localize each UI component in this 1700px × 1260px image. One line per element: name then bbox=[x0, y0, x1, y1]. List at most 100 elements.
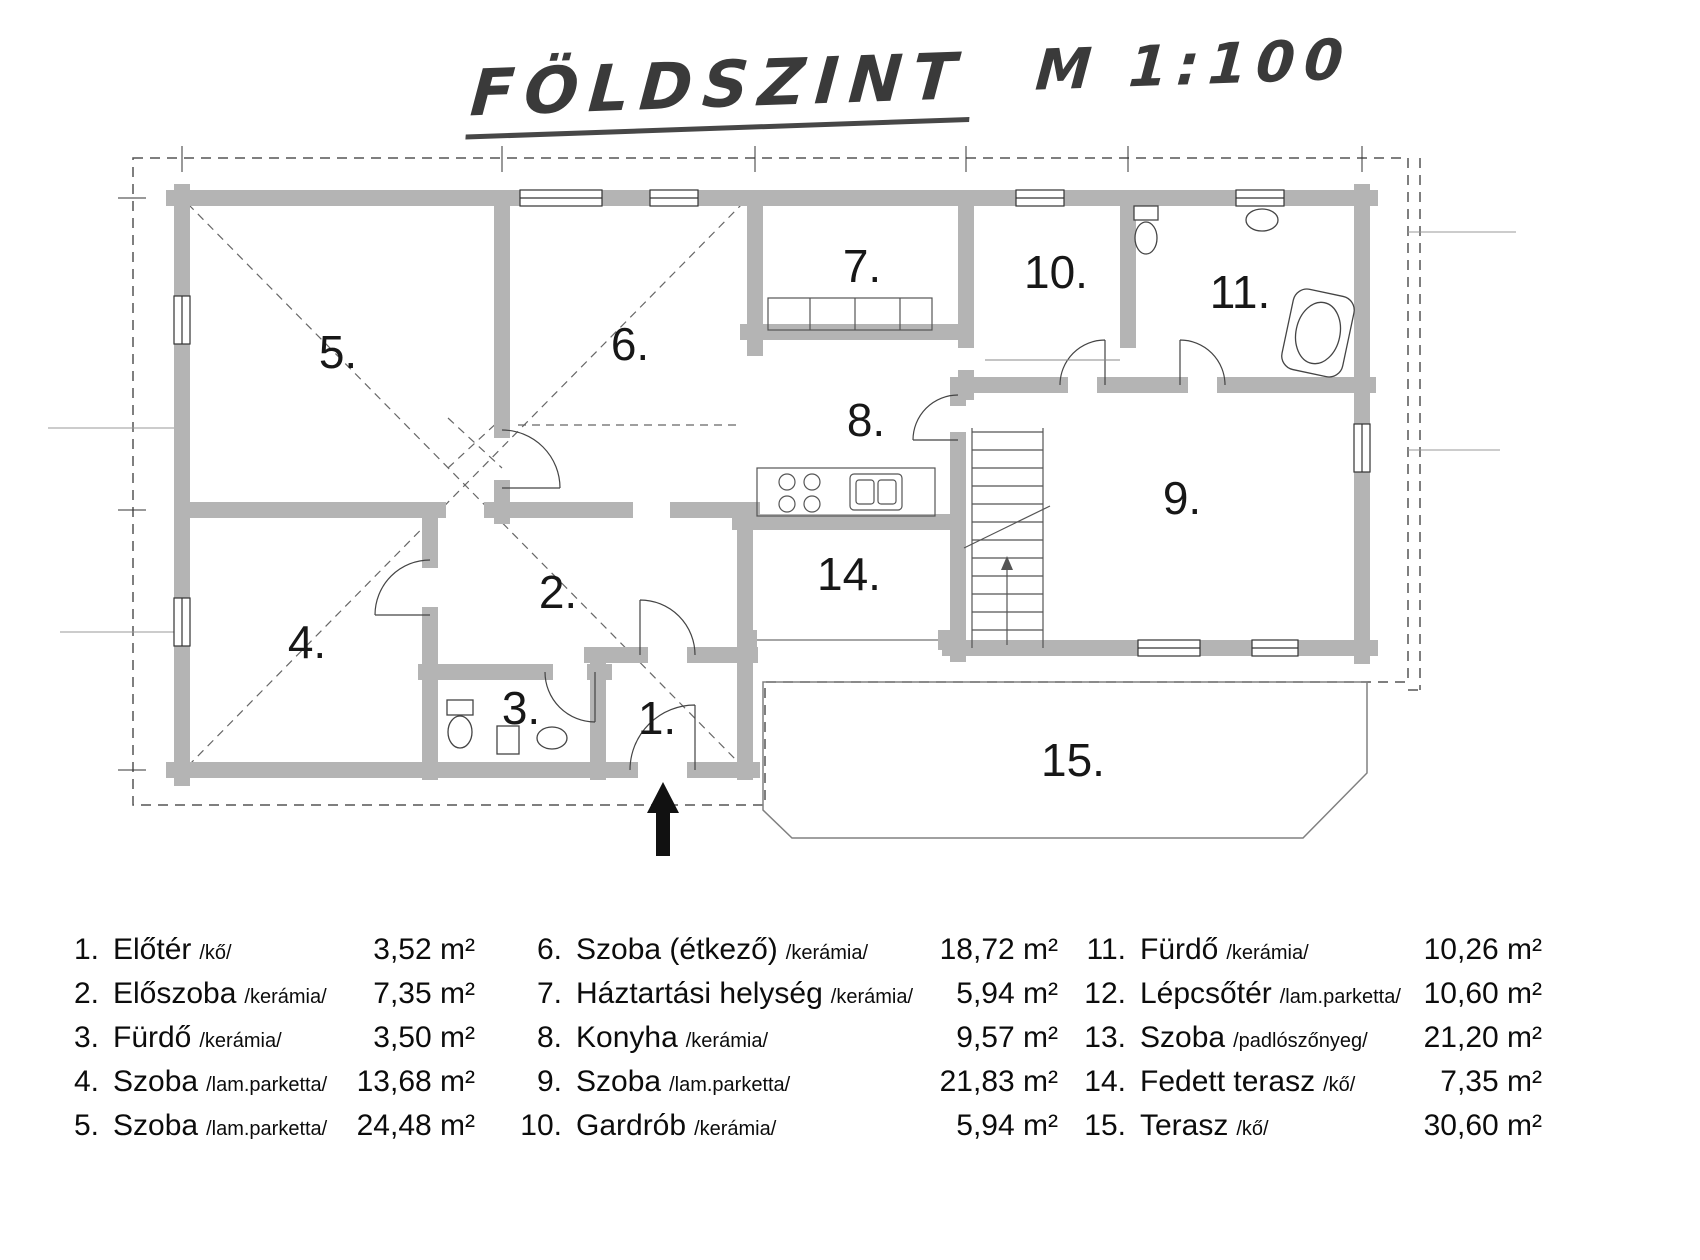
room-area: 3,50 m² bbox=[373, 1021, 475, 1054]
stove-burner-icon bbox=[778, 473, 796, 491]
toilet-icon bbox=[1133, 205, 1159, 221]
legend-row: 8. Konyha /kerámia/ 9,57 m² bbox=[508, 1022, 1058, 1057]
plan-label-room11: 11. bbox=[1210, 266, 1271, 318]
room-material: /lam.parketta/ bbox=[206, 1074, 328, 1096]
room-legend: 1. Előtér /kő/ 3,52 m² 2. Előszoba /kerá… bbox=[0, 934, 1700, 1154]
kitchen-sink-icon bbox=[849, 473, 903, 511]
terrace-posts bbox=[737, 630, 958, 650]
room-number: 5. bbox=[73, 1109, 99, 1142]
room-number: 10. bbox=[520, 1109, 562, 1142]
door-swings bbox=[374, 339, 1226, 771]
legend-column-2: 6. Szoba (étkező) /kerámia/ 18,72 m² 7. … bbox=[508, 934, 1058, 1145]
bathroom3-fixtures bbox=[446, 699, 568, 755]
legend-row: 1. Előtér /kő/ 3,52 m² bbox=[45, 934, 475, 969]
room-number: 2. bbox=[73, 977, 99, 1010]
room-material: /kő/ bbox=[1236, 1118, 1269, 1140]
stairs bbox=[963, 428, 1051, 648]
utility-appliances bbox=[767, 297, 933, 331]
bathtub-icon bbox=[1281, 288, 1355, 378]
room-name: Fürdő bbox=[113, 1021, 192, 1054]
legend-column-3: 11. Fürdő /kerámia/ 10,26 m² 12. Lépcsőt… bbox=[1072, 934, 1542, 1145]
sink-icon bbox=[1245, 208, 1279, 232]
room-number: 1. bbox=[73, 933, 99, 966]
terrace-outline bbox=[762, 681, 1368, 839]
kitchen-counter bbox=[756, 467, 936, 517]
room-name: Háztartási helység bbox=[576, 977, 823, 1010]
plan-label-room8: 8. bbox=[847, 394, 885, 446]
room-name: Szoba (étkező) bbox=[576, 933, 778, 966]
plan-label-room5: 5. bbox=[319, 326, 357, 378]
room-area: 24,48 m² bbox=[356, 1109, 475, 1142]
stove-burner-icon bbox=[778, 495, 796, 513]
legend-row: 15. Terasz /kő/ 30,60 m² bbox=[1072, 1110, 1542, 1145]
room-name: Szoba bbox=[576, 1065, 662, 1098]
legend-row: 12. Lépcsőtér /lam.parketta/ 10,60 m² bbox=[1072, 978, 1542, 1013]
legend-row: 2. Előszoba /kerámia/ 7,35 m² bbox=[45, 978, 475, 1013]
room-number: 4. bbox=[73, 1065, 99, 1098]
roof-diagonals bbox=[187, 203, 743, 767]
room-area: 13,68 m² bbox=[356, 1065, 475, 1098]
plan-label-room1: 1. bbox=[638, 692, 676, 744]
plan-label-room14: 14. bbox=[817, 548, 881, 600]
bathroom11-fixtures bbox=[1133, 205, 1355, 378]
room-name: Konyha bbox=[576, 1021, 678, 1054]
legend-row: 5. Szoba /lam.parketta/ 24,48 m² bbox=[45, 1110, 475, 1145]
legend-row: 14. Fedett terasz /kő/ 7,35 m² bbox=[1072, 1066, 1542, 1101]
room-area: 10,26 m² bbox=[1423, 933, 1542, 966]
room-material: /kerámia/ bbox=[199, 1030, 282, 1052]
plan-label-room2: 2. bbox=[539, 566, 577, 618]
axis-ticks bbox=[118, 146, 1363, 771]
room-material: /kerámia/ bbox=[244, 986, 327, 1008]
windows bbox=[173, 189, 1371, 657]
stove-burner-icon bbox=[803, 473, 821, 491]
room-name: Terasz bbox=[1140, 1109, 1229, 1142]
roof-dashed-outline bbox=[132, 157, 1422, 806]
cabinet-icon bbox=[496, 725, 520, 755]
legend-row: 9. Szoba /lam.parketta/ 21,83 m² bbox=[508, 1066, 1058, 1101]
room-number: 7. bbox=[536, 977, 562, 1010]
room-area: 5,94 m² bbox=[956, 1109, 1058, 1142]
room-material: /lam.parketta/ bbox=[669, 1074, 791, 1096]
room-material: /kerámia/ bbox=[685, 1030, 768, 1052]
room-name: Szoba bbox=[113, 1109, 199, 1142]
legend-row: 13. Szoba /padlószőnyeg/ 21,20 m² bbox=[1072, 1022, 1542, 1057]
room-name: Fedett terasz bbox=[1140, 1065, 1316, 1098]
room-name: Fürdő bbox=[1140, 933, 1219, 966]
sink-icon bbox=[536, 726, 568, 750]
construction-lines bbox=[48, 231, 1516, 633]
room-area: 3,52 m² bbox=[373, 933, 475, 966]
room-number: 3. bbox=[73, 1021, 99, 1054]
room-name: Szoba bbox=[113, 1065, 199, 1098]
room-name: Előtér bbox=[113, 933, 192, 966]
room-area: 7,35 m² bbox=[1440, 1065, 1542, 1098]
room-number: 13. bbox=[1084, 1021, 1126, 1054]
room-material: /kő/ bbox=[1323, 1074, 1356, 1096]
room-number: 15. bbox=[1084, 1109, 1126, 1142]
room-name: Szoba bbox=[1140, 1021, 1226, 1054]
room-area: 18,72 m² bbox=[939, 933, 1058, 966]
plan-label-room10: 10. bbox=[1024, 246, 1088, 298]
room-number: 12. bbox=[1084, 977, 1126, 1010]
entrance-arrow-icon bbox=[647, 782, 679, 856]
room-area: 5,94 m² bbox=[956, 977, 1058, 1010]
room-number: 9. bbox=[536, 1065, 562, 1098]
room-area: 10,60 m² bbox=[1423, 977, 1542, 1010]
room-material: /kerámia/ bbox=[785, 942, 869, 964]
room-name: Előszoba bbox=[113, 977, 237, 1010]
room-area: 9,57 m² bbox=[956, 1021, 1058, 1054]
room-name: Lépcsőtér bbox=[1140, 977, 1272, 1010]
plan-label-room4: 4. bbox=[288, 616, 326, 668]
room-material: /kő/ bbox=[199, 942, 232, 964]
room-material: /kerámia/ bbox=[830, 986, 914, 1008]
legend-row: 7. Háztartási helység /kerámia/ 5,94 m² bbox=[508, 978, 1058, 1013]
legend-row: 4. Szoba /lam.parketta/ 13,68 m² bbox=[45, 1066, 475, 1101]
room-name: Gardrób bbox=[576, 1109, 687, 1142]
plan-label-room9: 9. bbox=[1163, 472, 1201, 524]
stove-burner-icon bbox=[803, 495, 821, 513]
legend-row: 6. Szoba (étkező) /kerámia/ 18,72 m² bbox=[508, 934, 1058, 969]
legend-row: 10. Gardrób /kerámia/ 5,94 m² bbox=[508, 1110, 1058, 1145]
room-area: 21,20 m² bbox=[1423, 1021, 1542, 1054]
legend-row: 11. Fürdő /kerámia/ 10,26 m² bbox=[1072, 934, 1542, 969]
